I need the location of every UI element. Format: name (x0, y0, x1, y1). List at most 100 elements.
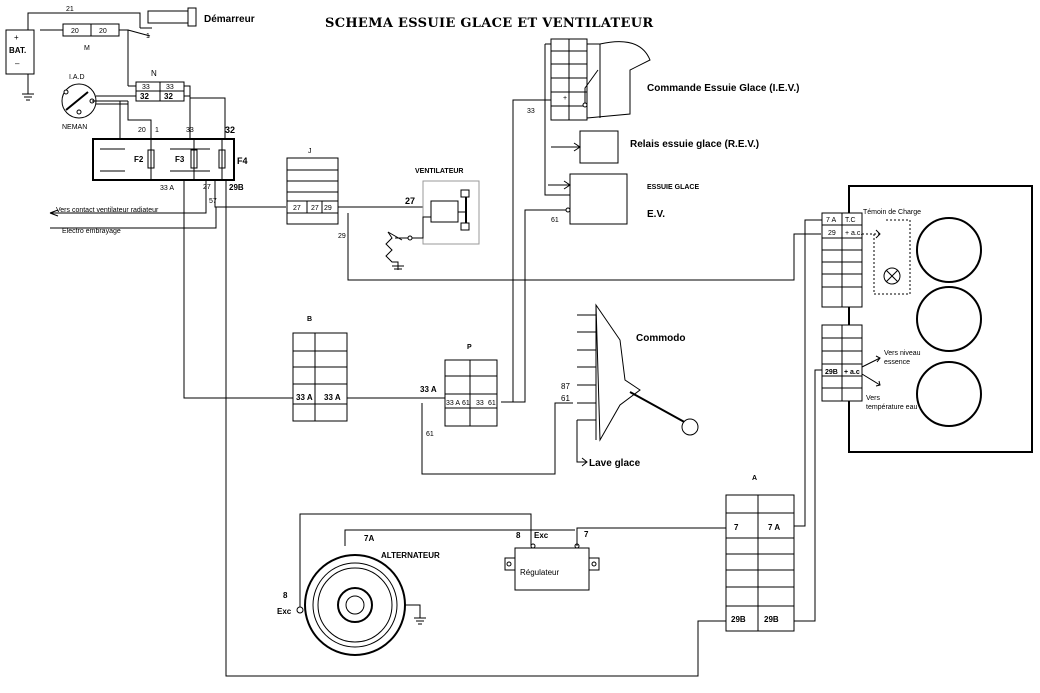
connector-m: 20 20 M (40, 23, 129, 86)
svg-text:29B: 29B (229, 183, 244, 192)
demarreur-label: Démarreur (204, 14, 255, 25)
svg-text:33: 33 (166, 84, 174, 91)
connector-a: A 7 7 A 29B 29B (725, 475, 795, 632)
svg-text:87: 87 (561, 382, 570, 391)
svg-text:32: 32 (140, 92, 149, 101)
svg-text:F3: F3 (175, 155, 185, 164)
fan-ventilateur: VENTILATEUR (385, 168, 480, 270)
svg-text:27: 27 (203, 184, 211, 191)
svg-text:57: 57 (209, 198, 217, 205)
svg-text:P: P (467, 344, 472, 351)
regulator: Régulateur 8 Exc 7 (504, 527, 726, 591)
svg-text:E.V.: E.V. (647, 209, 665, 220)
svg-text:33 A: 33 A (296, 393, 313, 402)
svg-text:F4: F4 (237, 156, 248, 166)
svg-text:Vers niveau: Vers niveau (884, 350, 921, 357)
wiper-motor-ev: 61 ESSUIE GLACE E.V. (502, 173, 699, 403)
svg-text:29: 29 (828, 230, 836, 237)
svg-text:61: 61 (551, 217, 559, 224)
svg-text:29B: 29B (825, 369, 838, 376)
svg-text:33: 33 (476, 400, 484, 407)
svg-text:Lave glace: Lave glace (589, 458, 641, 469)
relais-label: Relais essuie glace (R.E.V.) (630, 139, 759, 150)
svg-text:8: 8 (283, 591, 288, 600)
svg-text:27: 27 (293, 205, 301, 212)
svg-text:61: 61 (462, 400, 470, 407)
svg-text:Vers contact ventilateur radia: Vers contact ventilateur radiateur (56, 207, 159, 214)
svg-text:8: 8 (516, 531, 521, 540)
svg-text:B: B (307, 316, 312, 323)
svg-text:7: 7 (734, 523, 739, 532)
svg-text:T.C: T.C (845, 217, 856, 224)
svg-text:33 A: 33 A (160, 185, 174, 192)
svg-text:20: 20 (71, 28, 79, 35)
svg-text:–: – (15, 59, 20, 68)
svg-text:7: 7 (584, 530, 589, 539)
connector-b: B 33 A 33 A (292, 316, 348, 422)
svg-text:33: 33 (142, 84, 150, 91)
wiper-switch-iev: + Commande Essuie Glace (I.E.V.) (544, 38, 799, 196)
svg-text:33: 33 (186, 127, 194, 134)
svg-text:J: J (308, 148, 312, 155)
svg-text:Electro embrayage: Electro embrayage (62, 228, 121, 235)
svg-text:essence: essence (884, 359, 910, 366)
svg-text:27: 27 (405, 196, 415, 206)
svg-text:+ a.c.: + a.c. (845, 230, 862, 237)
svg-text:+: + (563, 95, 567, 102)
svg-text:29B: 29B (731, 615, 746, 624)
svg-text:33 A: 33 A (446, 400, 460, 407)
svg-text:VENTILATEUR: VENTILATEUR (415, 168, 463, 175)
svg-text:température eau: température eau (866, 404, 917, 411)
instrument-cluster: 7 A T.C 29 + a.c. Témoin de Charge 29B +… (821, 185, 1033, 453)
svg-text:33 A: 33 A (324, 393, 341, 402)
svg-text:ALTERNATEUR: ALTERNATEUR (381, 551, 440, 560)
connector-p: P 33 A 61 33 61 (444, 344, 498, 427)
connector-j: J 27 27 29 (286, 148, 339, 225)
svg-text:61: 61 (426, 431, 434, 438)
svg-text:32: 32 (225, 125, 235, 135)
svg-text:61: 61 (488, 400, 496, 407)
svg-text:33: 33 (527, 108, 535, 115)
alternator: ALTERNATEUR 8 Exc (277, 551, 440, 656)
svg-text:F2: F2 (134, 155, 144, 164)
svg-text:21: 21 (66, 6, 74, 13)
stalk-switch-commodo: Lave glace Commodo 87 61 (561, 303, 699, 469)
svg-text:Témoin de Charge: Témoin de Charge (863, 209, 921, 216)
svg-text:7A: 7A (364, 534, 374, 543)
svg-text:Exc: Exc (534, 531, 549, 540)
svg-text:29: 29 (324, 205, 332, 212)
svg-text:20: 20 (138, 127, 146, 134)
svg-text:20: 20 (99, 28, 107, 35)
svg-text:N: N (151, 69, 157, 78)
cmd-essuie-label: Commande Essuie Glace (I.E.V.) (647, 83, 799, 94)
starter-demarreur: 1 Démarreur (127, 7, 255, 40)
connector-n: N 33 33 32 32 (128, 69, 226, 140)
svg-text:7 A: 7 A (768, 523, 780, 532)
svg-text:7 A: 7 A (826, 217, 836, 224)
svg-text:A: A (752, 475, 757, 482)
fuse-box: F2 F3 F4 (92, 138, 248, 181)
svg-text:1: 1 (146, 33, 150, 40)
svg-text:32: 32 (164, 92, 173, 101)
svg-text:33 A: 33 A (420, 385, 437, 394)
svg-text:M: M (84, 45, 90, 52)
diagram-title: SCHEMA ESSUIE GLACE ET VENTILATEUR (325, 16, 653, 31)
svg-text:Vers: Vers (866, 395, 881, 402)
wiper-relay-rev: Relais essuie glace (R.E.V.) (551, 130, 759, 164)
svg-text:+: + (14, 33, 19, 42)
svg-text:ESSUIE GLACE: ESSUIE GLACE (647, 184, 699, 191)
svg-text:27: 27 (311, 205, 319, 212)
svg-text:29: 29 (338, 233, 346, 240)
svg-text:BAT.: BAT. (9, 46, 26, 55)
svg-text:I.A.D: I.A.D (69, 74, 85, 81)
svg-text:Exc: Exc (277, 607, 292, 616)
svg-text:61: 61 (561, 394, 570, 403)
battery: + BAT. – (5, 29, 35, 101)
svg-text:Commodo: Commodo (636, 333, 685, 344)
ignition-switch-neman: I.A.D NEMAN (61, 74, 128, 131)
svg-text:Régulateur: Régulateur (520, 568, 559, 577)
svg-text:NEMAN: NEMAN (62, 124, 87, 131)
svg-text:+ a.c: + a.c (844, 369, 860, 376)
svg-text:1: 1 (155, 127, 159, 134)
